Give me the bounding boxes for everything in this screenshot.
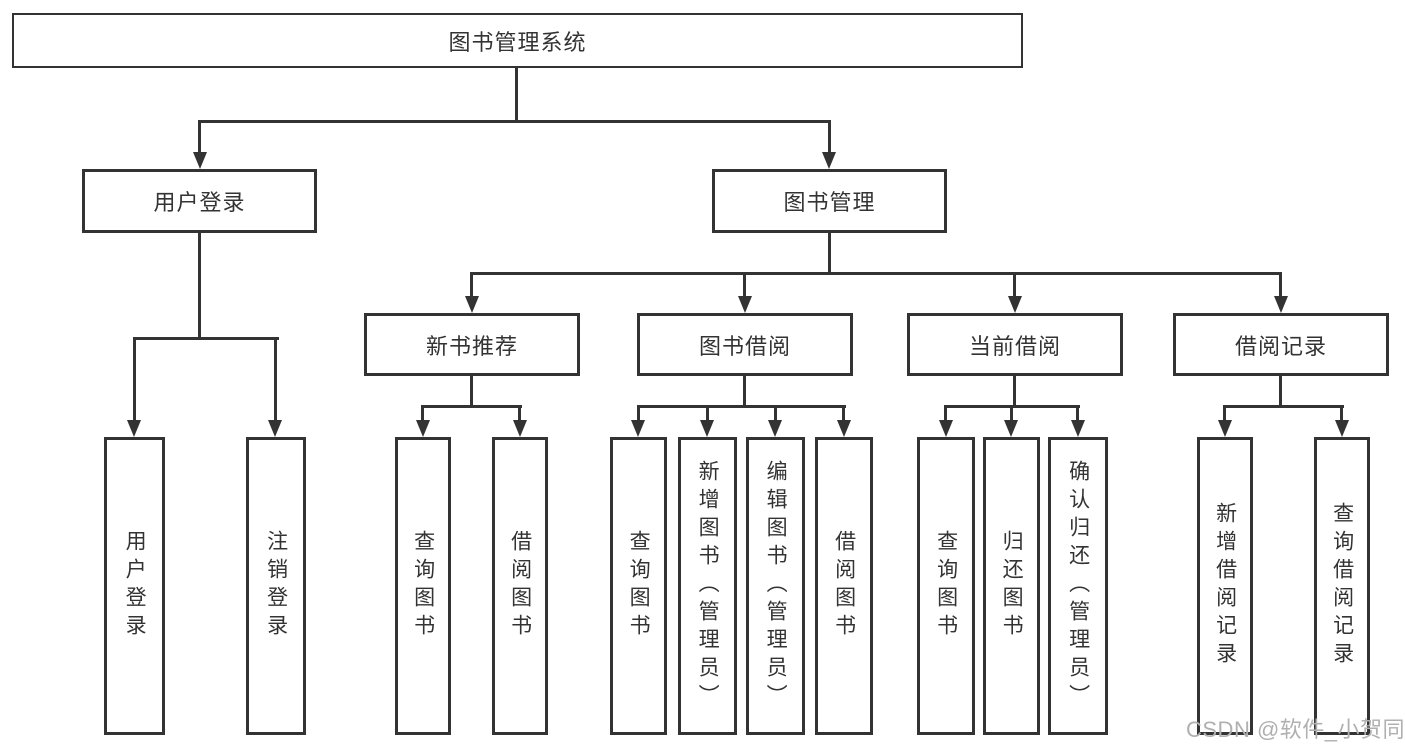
connector-to-leaf	[421, 405, 424, 422]
node-leaf-logout-login: 注销登录	[246, 437, 306, 735]
arrow-down-icon	[1004, 420, 1018, 437]
connector-to-leaf-user-login	[133, 337, 136, 422]
connector-borrowing-records-stub	[1279, 375, 1282, 405]
connector-split-book-borrowing	[637, 405, 846, 408]
connector-to-leaf	[944, 405, 947, 422]
node-leaf-user-login: 用户登录	[104, 437, 165, 735]
connector-to-book-borrowing	[743, 272, 746, 298]
node-label: 借阅图书	[508, 530, 532, 642]
node-label: 查询借阅记录	[1330, 502, 1354, 670]
connector-split-borrowing-records	[1223, 405, 1344, 408]
connector-to-leaf	[1340, 405, 1343, 422]
arrow-down-icon	[416, 420, 430, 437]
arrow-down-icon	[1071, 420, 1085, 437]
arrow-down-icon	[193, 152, 207, 169]
node-leaf-edit-book-admin: 编辑图书（管理员）	[746, 437, 805, 735]
connector-to-borrowing-records	[1279, 272, 1282, 298]
node-leaf-confirm-return-admin: 确认归还（管理员）	[1048, 437, 1108, 735]
arrow-down-icon	[127, 420, 141, 437]
arrow-down-icon	[1274, 296, 1288, 313]
connector-to-leaf	[637, 405, 640, 422]
node-leaf-add-borrow-record: 新增借阅记录	[1197, 437, 1253, 735]
arrow-down-icon	[631, 420, 645, 437]
arrow-down-icon	[1335, 420, 1349, 437]
node-book-borrowing: 图书借阅	[637, 313, 853, 376]
node-label: 图书借阅	[698, 333, 791, 359]
arrow-down-icon	[465, 296, 479, 313]
node-label: 新书推荐	[425, 333, 518, 359]
connector-to-leaf	[1223, 405, 1226, 422]
node-label: 注销登录	[264, 530, 288, 642]
connector-book-management-stub	[828, 232, 831, 272]
node-leaf-query-book-3: 查询图书	[917, 437, 975, 735]
arrow-down-icon	[768, 420, 782, 437]
connector-to-book-management	[828, 120, 831, 154]
node-book-management: 图书管理	[712, 169, 947, 233]
node-leaf-borrow-book-2: 借阅图书	[815, 437, 873, 735]
arrow-down-icon	[700, 420, 714, 437]
node-label: 图书管理系统	[448, 29, 587, 55]
node-label: 归还图书	[1000, 530, 1024, 642]
node-label: 用户登录	[153, 190, 246, 215]
node-label: 查询图书	[411, 530, 435, 642]
node-label: 查询图书	[627, 530, 651, 642]
connector-new-book-recommend-stub	[470, 375, 473, 405]
node-label: 查询图书	[934, 530, 958, 642]
node-leaf-borrow-book-1: 借阅图书	[492, 437, 548, 735]
node-library-management-system: 图书管理系统	[12, 13, 1023, 68]
node-label: 图书管理	[783, 190, 876, 215]
node-label: 新增图书（管理员）	[696, 460, 720, 712]
connector-to-leaf	[1076, 405, 1079, 422]
connector-level2-split	[198, 120, 831, 123]
arrow-down-icon	[738, 296, 752, 313]
connector-to-leaf	[706, 405, 709, 422]
node-user-login: 用户登录	[82, 169, 317, 233]
node-leaf-return-book: 归还图书	[983, 437, 1040, 735]
node-label: 用户登录	[123, 530, 147, 642]
arrow-down-icon	[268, 420, 282, 437]
node-label: 编辑图书（管理员）	[764, 460, 788, 712]
node-new-book-recommend: 新书推荐	[364, 313, 580, 376]
node-label: 借阅图书	[832, 530, 856, 642]
node-leaf-query-borrow-record: 查询借阅记录	[1314, 437, 1370, 735]
node-label: 确认归还（管理员）	[1066, 460, 1090, 712]
arrow-down-icon	[513, 420, 527, 437]
connector-to-leaf	[1010, 405, 1013, 422]
connector-to-user-login	[198, 120, 201, 154]
arrow-down-icon	[939, 420, 953, 437]
connector-to-current-borrowing	[1013, 272, 1016, 298]
connector-to-leaf	[774, 405, 777, 422]
connector-to-new-book-recommend	[470, 272, 473, 298]
node-current-borrowing: 当前借阅	[907, 313, 1123, 376]
connector-root-stub	[515, 67, 518, 120]
node-label: 借阅记录	[1234, 333, 1327, 359]
node-leaf-query-book-1: 查询图书	[395, 437, 451, 735]
node-borrowing-records: 借阅记录	[1173, 313, 1389, 376]
node-leaf-query-book-2: 查询图书	[610, 437, 667, 735]
arrow-down-icon	[1008, 296, 1022, 313]
node-label: 当前借阅	[968, 333, 1061, 359]
connector-split-new-book-recommend	[421, 405, 522, 408]
connector-user-login-stub	[198, 232, 201, 337]
connector-to-leaf	[842, 405, 845, 422]
arrow-down-icon	[822, 152, 836, 169]
connector-to-leaf-logout	[274, 337, 277, 422]
connector-level3-split	[470, 272, 1282, 275]
node-leaf-add-book-admin: 新增图书（管理员）	[678, 437, 737, 735]
connector-user-login-split	[133, 337, 279, 340]
arrow-down-icon	[837, 420, 851, 437]
arrow-down-icon	[1218, 420, 1232, 437]
csdn-watermark: CSDN @软件_小贺同学	[1186, 717, 1405, 742]
node-label: 新增借阅记录	[1213, 502, 1237, 670]
connector-book-borrowing-stub	[743, 375, 746, 405]
connector-current-borrowing-stub	[1013, 375, 1016, 405]
connector-to-leaf	[518, 405, 521, 422]
